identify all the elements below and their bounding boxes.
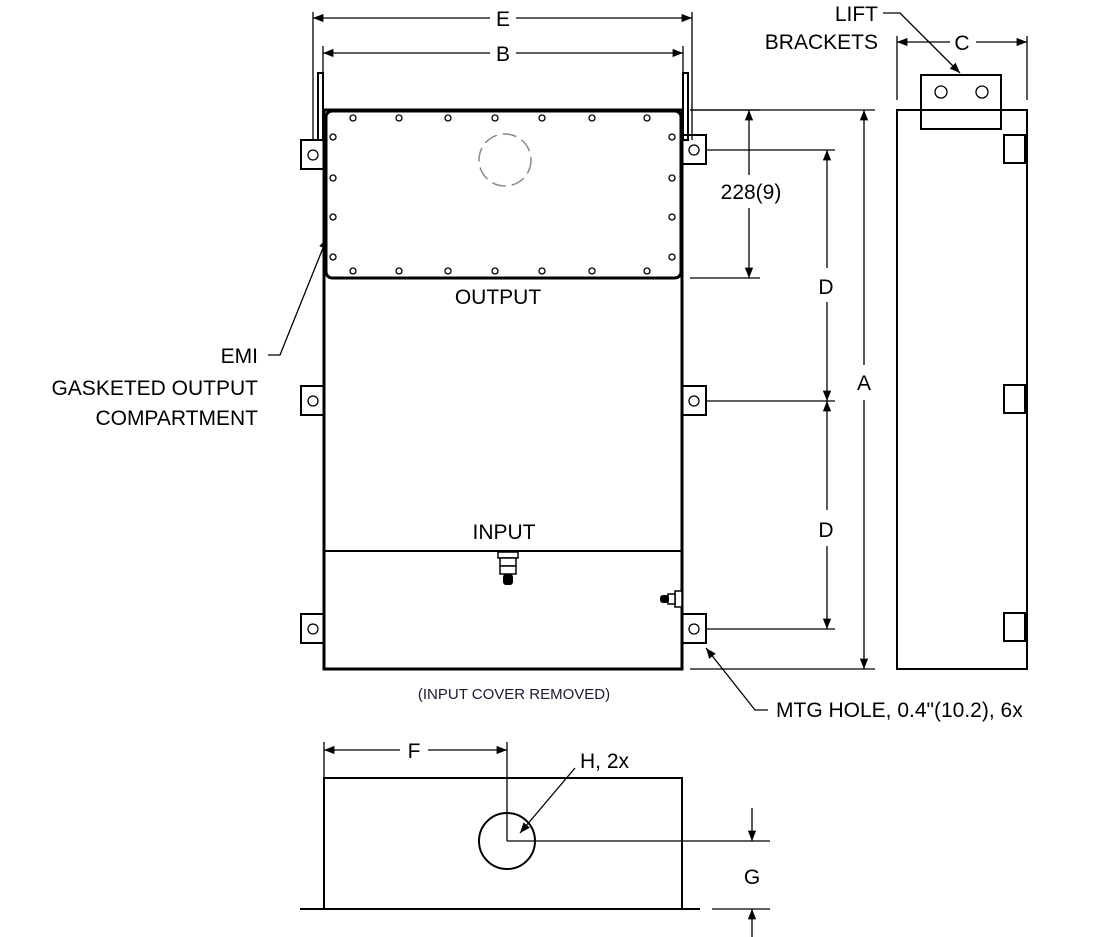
- side-lift-bracket: [920, 74, 1002, 130]
- mounting-hole: [307, 395, 319, 407]
- screw: [491, 114, 499, 122]
- dimension-e: E: [312, 8, 693, 140]
- dimension-b: B: [322, 43, 684, 73]
- mounting-tab: [681, 385, 707, 416]
- emi-label-line3: COMPARTMENT: [95, 407, 258, 430]
- mounting-tab: [300, 139, 325, 170]
- dim-g-label: G: [744, 866, 760, 889]
- screw: [668, 253, 676, 261]
- screw: [668, 213, 676, 221]
- output-compartment-cover: [324, 109, 683, 280]
- screw: [329, 174, 337, 182]
- screw: [588, 114, 596, 122]
- emi-label-line2: GASKETED OUTPUT: [51, 377, 258, 400]
- mounting-hole-callout: MTG HOLE, 0.4"(10.2), 6x: [705, 647, 1023, 722]
- screw: [668, 133, 676, 141]
- screw: [538, 267, 546, 275]
- dim-228-label: 228(9): [721, 181, 782, 204]
- dim-b-label: B: [496, 43, 510, 66]
- dim-a-label: A: [857, 372, 871, 395]
- lift-label-line1: LIFT: [835, 3, 878, 26]
- mounting-tabs: [300, 134, 707, 644]
- dim-e-label: E: [496, 8, 510, 31]
- mounting-hole: [688, 395, 700, 407]
- mounting-hole: [307, 149, 319, 161]
- input-cover-removed-note: (INPUT COVER REMOVED): [418, 686, 610, 703]
- screw: [588, 267, 596, 275]
- mounting-hole-label: MTG HOLE, 0.4"(10.2), 6x: [776, 699, 1023, 722]
- emi-callout: EMI GASKETED OUTPUT COMPARTMENT: [51, 237, 328, 430]
- screw: [444, 267, 452, 275]
- side-view: C LIFT BRACKETS: [765, 3, 1028, 670]
- screw: [329, 213, 337, 221]
- mounting-hole: [688, 144, 700, 156]
- screw: [395, 267, 403, 275]
- mounting-hole: [688, 623, 700, 635]
- enclosure-body: [322, 108, 684, 671]
- mounting-tab: [300, 613, 325, 644]
- dim-c-label: C: [954, 32, 969, 55]
- screw: [444, 114, 452, 122]
- dimension-d: D D: [706, 149, 835, 630]
- lift-bracket-right: [682, 72, 689, 141]
- screw: [349, 267, 357, 275]
- side-body: [896, 109, 1028, 670]
- ground-stud-icon: [660, 590, 683, 608]
- lift-bracket-left: [317, 72, 324, 141]
- input-label: INPUT: [473, 521, 536, 544]
- lift-label-line2: BRACKETS: [765, 31, 878, 54]
- screw: [643, 114, 651, 122]
- mounting-tab: [300, 385, 325, 416]
- emi-label-line1: EMI: [221, 345, 258, 368]
- input-terminal-icon: [497, 551, 519, 585]
- screw: [329, 133, 337, 141]
- dim-d-lower-label: D: [818, 519, 833, 542]
- screw: [538, 114, 546, 122]
- screw: [668, 174, 676, 182]
- output-label: OUTPUT: [455, 286, 542, 309]
- mounting-hole: [307, 623, 319, 635]
- bottom-body: [323, 777, 683, 910]
- screw: [349, 114, 357, 122]
- dimension-a: A: [690, 109, 875, 670]
- dimension-228: 228(9): [690, 109, 782, 279]
- screw: [329, 253, 337, 261]
- hole-h-label: H, 2x: [580, 750, 630, 773]
- bottom-view: F H, 2x G: [300, 740, 770, 937]
- screw: [491, 267, 499, 275]
- gasket-screws: [329, 114, 676, 275]
- dim-f-label: F: [408, 740, 421, 763]
- dim-d-upper-label: D: [818, 276, 833, 299]
- front-view: OUTPUT INPUT (INPUT COVER REMOVED): [300, 72, 707, 703]
- screw: [395, 114, 403, 122]
- knockout-circle: [478, 133, 532, 187]
- mounting-tab: [681, 613, 707, 644]
- screw: [643, 267, 651, 275]
